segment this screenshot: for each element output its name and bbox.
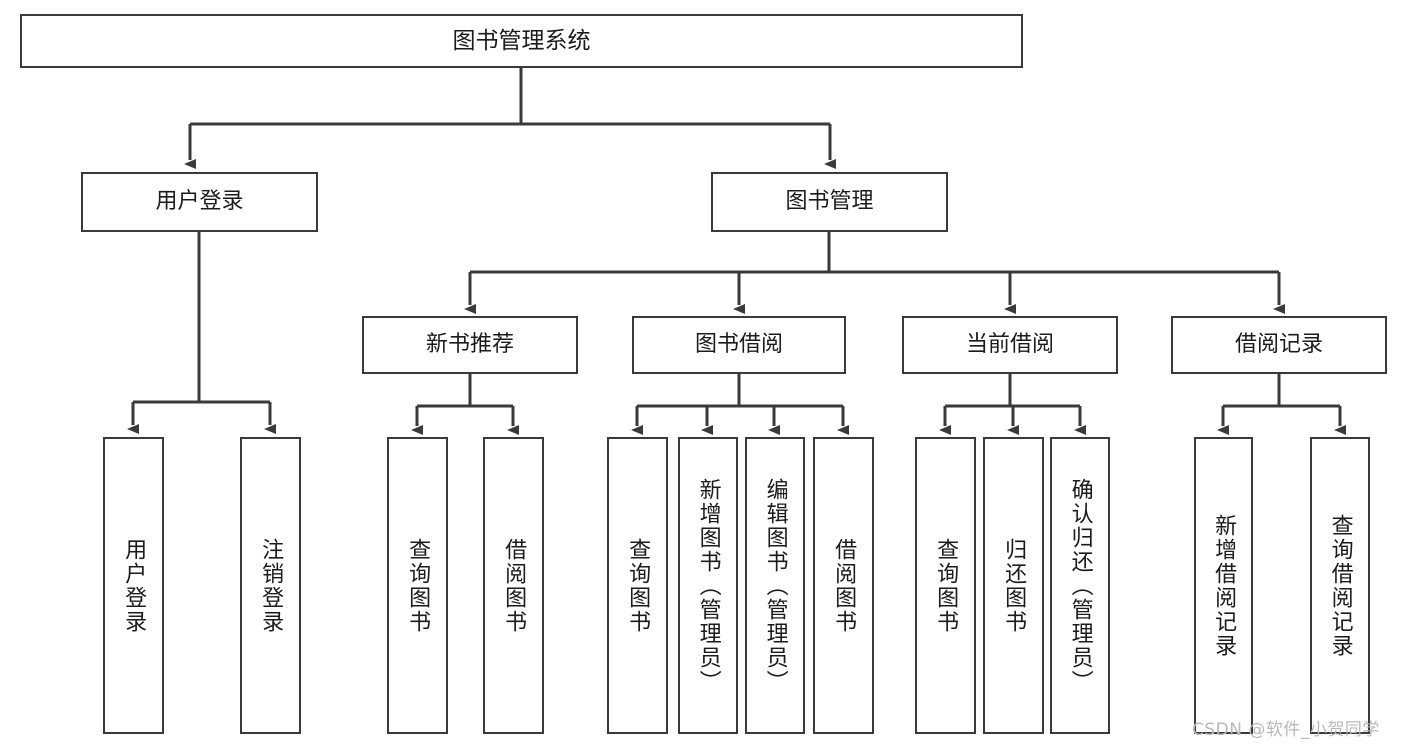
node-label: 查询借阅记录 bbox=[1327, 513, 1353, 658]
node-borrow-record[interactable]: 借阅记录 bbox=[1171, 316, 1387, 374]
node-label: 查询图书 bbox=[405, 537, 431, 634]
leaf-borrow-add-book-admin[interactable]: 新增图书（管理员） bbox=[678, 437, 738, 734]
node-label: 用户登录 bbox=[155, 188, 244, 214]
node-label: 用户登录 bbox=[121, 537, 147, 634]
leaf-borrow-edit-book-admin[interactable]: 编辑图书（管理员） bbox=[745, 437, 805, 734]
node-new-book-recommend[interactable]: 新书推荐 bbox=[362, 316, 578, 374]
node-label: 查询图书 bbox=[625, 537, 651, 634]
node-label: 注销登录 bbox=[258, 537, 284, 634]
node-user-login[interactable]: 用户登录 bbox=[81, 172, 318, 232]
node-book-borrow[interactable]: 图书借阅 bbox=[632, 316, 846, 374]
node-root-system[interactable]: 图书管理系统 bbox=[20, 14, 1023, 68]
node-label: 新书推荐 bbox=[425, 331, 514, 357]
node-label: 确认归还（管理员） bbox=[1067, 477, 1093, 694]
leaf-record-query-record[interactable]: 查询借阅记录 bbox=[1310, 437, 1370, 734]
node-label: 图书借阅 bbox=[694, 331, 783, 357]
leaf-borrow-borrow-book[interactable]: 借阅图书 bbox=[813, 437, 874, 734]
leaf-borrow-query-book[interactable]: 查询图书 bbox=[607, 437, 668, 734]
leaf-recommend-query-book[interactable]: 查询图书 bbox=[387, 437, 448, 734]
node-label: 编辑图书（管理员） bbox=[762, 477, 788, 694]
node-book-management[interactable]: 图书管理 bbox=[711, 172, 948, 232]
node-label: 借阅记录 bbox=[1234, 331, 1323, 357]
leaf-current-query-book[interactable]: 查询图书 bbox=[915, 437, 976, 734]
node-current-borrow[interactable]: 当前借阅 bbox=[902, 316, 1118, 374]
leaf-current-confirm-return-admin[interactable]: 确认归还（管理员） bbox=[1050, 437, 1110, 734]
leaf-current-return-book[interactable]: 归还图书 bbox=[983, 437, 1044, 734]
leaf-recommend-borrow-book[interactable]: 借阅图书 bbox=[483, 437, 544, 734]
node-label: 借阅图书 bbox=[501, 537, 527, 634]
node-label: 借阅图书 bbox=[831, 537, 857, 634]
node-label: 当前借阅 bbox=[965, 331, 1054, 357]
csdn-watermark: CSDN @软件_小贺同学 bbox=[1192, 720, 1380, 740]
leaf-user-login-signin[interactable]: 用户登录 bbox=[103, 437, 164, 734]
leaf-record-add-record[interactable]: 新增借阅记录 bbox=[1194, 437, 1253, 734]
node-label: 查询图书 bbox=[933, 537, 959, 634]
node-label: 图书管理 bbox=[785, 188, 874, 214]
node-label: 归还图书 bbox=[1001, 537, 1027, 634]
node-label: 新增借阅记录 bbox=[1211, 513, 1237, 658]
leaf-user-login-signout[interactable]: 注销登录 bbox=[240, 437, 301, 734]
node-label: 图书管理系统 bbox=[452, 27, 591, 54]
node-label: 新增图书（管理员） bbox=[695, 477, 721, 694]
